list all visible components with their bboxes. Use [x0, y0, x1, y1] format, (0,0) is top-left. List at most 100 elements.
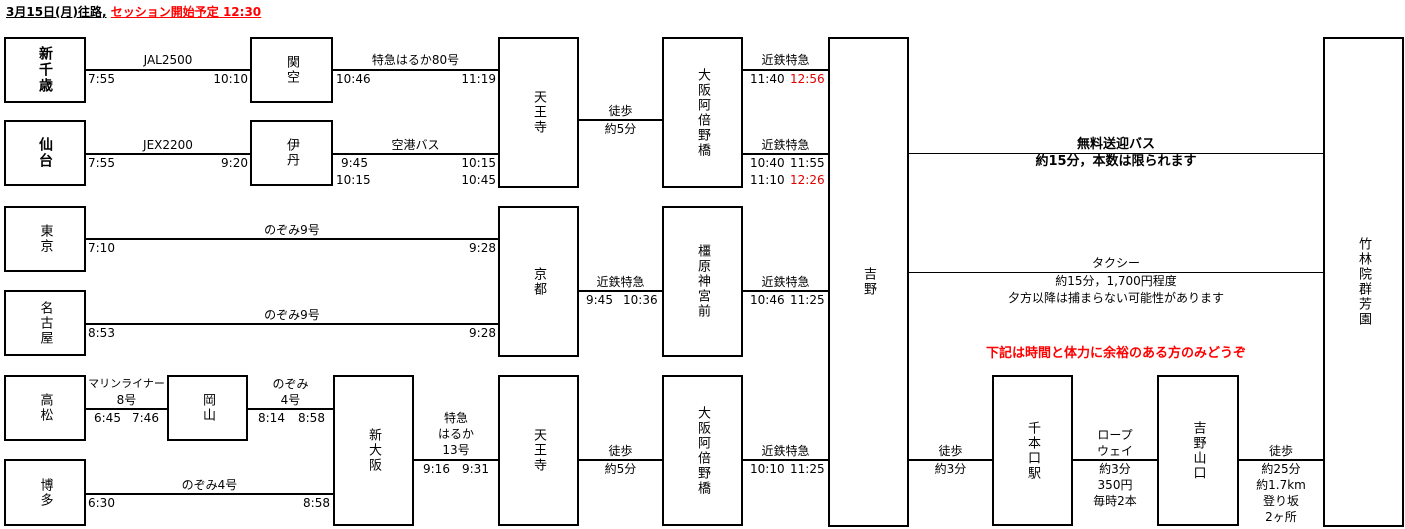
destination-chikurin-in: 竹林院群芳園 [1323, 37, 1404, 527]
station-okayama: 岡山 [167, 375, 248, 441]
departure-time: 7:10 [88, 241, 115, 255]
connector-line [909, 153, 1323, 154]
frequency: 毎時2本 [1093, 494, 1137, 508]
arrival-time: 9:20 [221, 156, 248, 170]
taxi-fare: 約15分，1,700円程度 [1055, 274, 1177, 288]
station-kanku: 関空 [250, 37, 333, 103]
connector-line [248, 408, 333, 410]
departure-time: 9:45 [341, 156, 368, 170]
arrival-time: 9:28 [469, 326, 496, 340]
arrival-time: 11:25 [790, 293, 825, 307]
departure-time: 6:45 [94, 411, 121, 425]
departure-time: 7:55 [88, 72, 115, 86]
route-name: 近鉄特急 [761, 444, 810, 458]
route-name: JAL2500 [143, 53, 193, 67]
shuttle-bus-note: 約15分，本数は限られます [1035, 154, 1197, 169]
station-yoshinoyamaguchi: 吉野山口 [1157, 375, 1239, 526]
route-name: JEX2200 [143, 138, 193, 152]
arrival-time: 10:10 [213, 72, 248, 86]
arrival-time: 12:26 [790, 173, 825, 187]
station-kashiharajingumae: 橿原神宮前 [662, 206, 743, 357]
connector-line [86, 408, 167, 410]
departure-time: 10:46 [336, 72, 371, 86]
connector-line [86, 238, 498, 240]
departure-time: 9:45 [586, 293, 613, 307]
connector-line [86, 69, 250, 71]
departure-time: 10:40 [750, 156, 785, 170]
connector-line [86, 323, 498, 325]
connector-line [909, 272, 1323, 273]
departure-time: 8:14 [258, 411, 285, 425]
arrival-time: 9:31 [462, 462, 489, 476]
route-name: 13号 [442, 443, 470, 457]
distance: 約1.7km [1256, 478, 1306, 492]
station-tokyo: 東京 [4, 206, 86, 272]
connector-line [333, 69, 498, 71]
fare: 350円 [1097, 478, 1133, 492]
departure-time: 8:53 [88, 326, 115, 340]
route-name: 特急はるか80号 [371, 53, 460, 67]
connector-line [909, 459, 992, 461]
arrival-time: 11:55 [790, 156, 825, 170]
route-name: 徒歩 [938, 444, 963, 458]
route-name: 徒歩 [608, 444, 633, 458]
route-name: 近鉄特急 [761, 275, 810, 289]
arrival-time: 8:58 [303, 496, 330, 510]
station-kyoto: 京都 [498, 206, 579, 357]
connector-line [743, 69, 828, 71]
arrival-time: 8:58 [298, 411, 325, 425]
duration: 約3分 [1099, 462, 1131, 476]
arrival-time: 7:46 [132, 411, 159, 425]
route-name: ウェイ [1096, 444, 1133, 458]
route-name: ロープ [1097, 428, 1133, 442]
departure-time: 10:46 [750, 293, 785, 307]
station-sendai: 仙台 [4, 120, 86, 186]
departure-time: 10:15 [336, 173, 371, 187]
connector-line [1239, 459, 1323, 461]
arrival-time: 12:56 [790, 72, 825, 86]
arrival-time: 10:15 [461, 156, 496, 170]
duration: 約25分 [1261, 462, 1301, 476]
slope-note: 登り坂 [1262, 494, 1299, 508]
connector-line [743, 459, 828, 461]
connector-line [333, 153, 498, 155]
station-shinosaka: 新大阪 [333, 375, 414, 526]
station-nagoya: 名古屋 [4, 290, 86, 356]
arrival-time: 10:36 [623, 293, 658, 307]
taxi-note: 夕方以降は捕まらない可能性があります [1007, 291, 1224, 305]
arrival-time: 11:19 [461, 72, 496, 86]
station-tennoji-2: 天王寺 [498, 375, 579, 526]
taxi-label: タクシー [1091, 256, 1140, 270]
arrival-time: 10:45 [461, 173, 496, 187]
arrival-time: 9:28 [469, 241, 496, 255]
arrival-time: 11:25 [790, 462, 825, 476]
route-name: はるか [437, 427, 474, 441]
route-name: のぞみ [272, 377, 309, 391]
station-senbonguchi: 千本口駅 [992, 375, 1073, 526]
route-name: 徒歩 [1268, 444, 1293, 458]
connector-line [1073, 459, 1157, 461]
station-osaka-abenobashi-2: 大阪阿倍野橋 [662, 375, 743, 526]
route-name: 空港バス [391, 138, 440, 152]
station-yoshino: 吉野 [828, 37, 909, 527]
connector-line [579, 119, 662, 121]
connector-line [414, 459, 498, 461]
optional-route-note: 下記は時間と体力に余裕のある方のみどうぞ [985, 346, 1246, 361]
slope-count: 2ヶ所 [1265, 510, 1297, 524]
station-osaka-abenobashi-1: 大阪阿倍野橋 [662, 37, 743, 188]
route-name: 近鉄特急 [761, 138, 810, 152]
route-name: 近鉄特急 [761, 53, 810, 67]
route-name: 4号 [280, 393, 301, 407]
station-itami: 伊丹 [250, 120, 333, 186]
station-hakata: 博多 [4, 459, 86, 526]
departure-time: 11:10 [750, 173, 785, 187]
connector-line [579, 290, 662, 292]
route-name: 徒歩 [608, 104, 633, 118]
connector-line [743, 290, 828, 292]
duration: 約5分 [604, 122, 637, 136]
page-title: 3月15日(月)往路, セッション開始予定 12:30 [6, 5, 262, 19]
route-name: のぞみ9号 [264, 308, 320, 322]
route-name: 近鉄特急 [596, 275, 645, 289]
departure-time: 10:10 [750, 462, 785, 476]
departure-time: 11:40 [750, 72, 785, 86]
